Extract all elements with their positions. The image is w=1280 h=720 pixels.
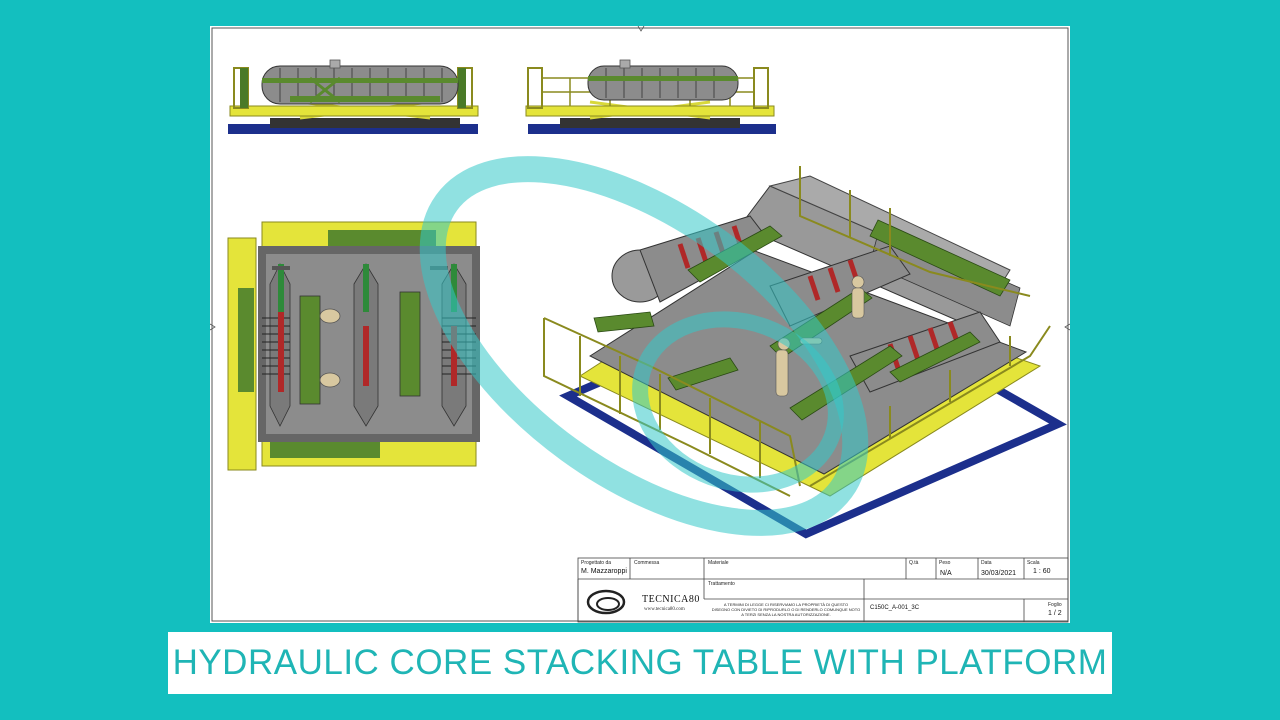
title-block-grid [577,557,1069,623]
order-label: Commessa [634,560,660,566]
sheet-label: Foglio [1048,602,1062,608]
weight-label: Peso [939,560,951,566]
title-banner: HYDRAULIC CORE STACKING TABLE WITH PLATF… [168,632,1112,694]
material-label: Materiale [708,560,729,566]
company-website: www.tecnica80.com [644,607,685,612]
ownership-notice: A TERMINI DI LEGGE CI RISERVIAMO LA PROP… [708,602,864,617]
highlight-ring [419,156,869,536]
qty-label: Q.tà [909,560,919,566]
drawing-sheet: Progettato da M. Mazzaroppi Commessa Mat… [210,26,1070,623]
notice-line-3: A TERZI SENZA LA NOSTRA AUTORIZZAZIONE. [741,612,831,617]
scale-label: Scala [1027,560,1040,566]
designer-label: Progettato da [581,560,612,566]
sheet-value: 1 / 2 [1048,610,1062,617]
date-value: 30/03/2021 [981,570,1017,577]
notice-line-1: A TERMINI DI LEGGE CI RISERVIAMO LA PROP… [723,602,849,607]
drawing-code: C150C_A-001_3C [870,605,920,611]
page-title: HYDRAULIC CORE STACKING TABLE WITH PLATF… [172,643,1108,682]
company-logo-icon [586,589,626,615]
weight-value: N/A [940,570,952,577]
front-view-1 [228,59,479,134]
treatment-label: Trattamento [708,581,735,587]
scale-value: 1 : 60 [1033,568,1051,575]
front-view-2 [525,59,776,134]
date-label: Data [981,560,992,566]
company-name: TECNICA80 [642,594,700,605]
designer-value: M. Mazzaroppi [581,568,627,575]
technical-drawing [210,26,1070,623]
notice-line-2: DISEGNO CON DIVIETO DI RIPRODURLO O DI R… [711,607,861,612]
title-block: Progettato da M. Mazzaroppi Commessa Mat… [578,558,1068,622]
